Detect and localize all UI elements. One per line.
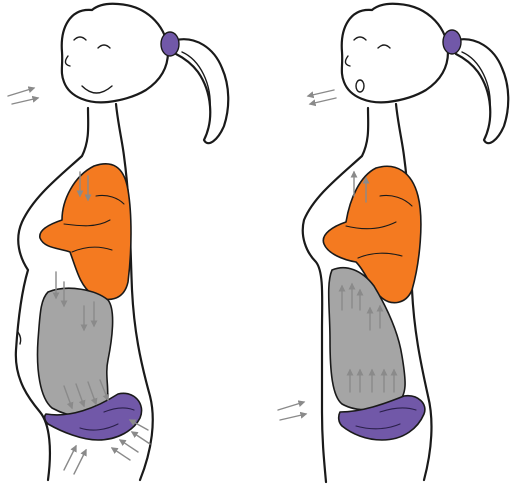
air-arrows-in-left <box>8 88 38 104</box>
arrow <box>112 448 130 460</box>
arrow <box>310 98 336 104</box>
arrow <box>278 402 304 410</box>
smile-left <box>82 86 112 93</box>
head-outline-left <box>62 4 168 103</box>
arrow <box>8 88 34 96</box>
abdomen-left <box>38 288 113 416</box>
arrow <box>280 414 306 420</box>
hair-tie-right <box>443 30 461 54</box>
navel-left <box>18 332 21 344</box>
nose-right <box>345 56 350 66</box>
air-arrows-out-right <box>308 90 336 104</box>
eye-closed-right-1 <box>354 37 366 40</box>
figure-left-inhale <box>8 4 228 480</box>
ponytail-left <box>176 39 228 143</box>
ponytail-right <box>456 39 508 143</box>
head-outline-right <box>342 4 448 103</box>
lungs-left <box>40 164 131 300</box>
mouth-open-right <box>356 80 364 92</box>
eye-closed-left-1 <box>74 37 86 40</box>
arrow <box>74 450 86 474</box>
arrow <box>120 440 138 452</box>
figure-right-exhale <box>278 4 508 482</box>
eye-closed-left-2 <box>98 45 110 48</box>
eye-closed-right-2 <box>378 45 390 48</box>
arrow <box>12 98 38 104</box>
pelvic-arrows-right <box>278 402 306 420</box>
hair-tie-left <box>161 32 179 56</box>
arrow <box>64 446 76 470</box>
arrow <box>308 90 334 96</box>
arrow <box>132 432 150 444</box>
nose-left <box>65 56 70 66</box>
